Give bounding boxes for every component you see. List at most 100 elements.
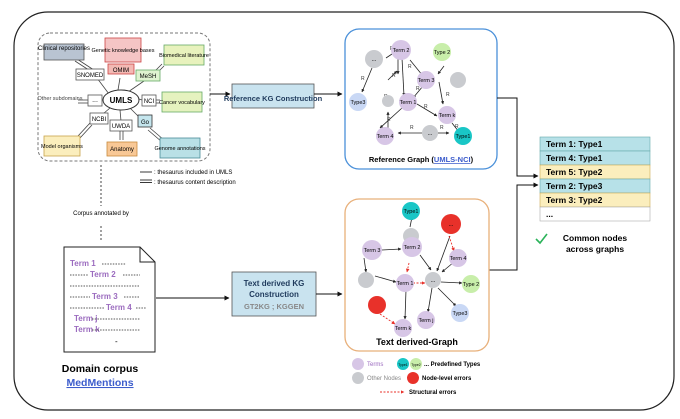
common-row-0-text: Term 1: Type1 xyxy=(546,139,603,149)
other-label: Other subdomains xyxy=(38,96,83,102)
reference-graph: R R R R R R R R R R R R R Term 2 Type 2 … xyxy=(344,28,498,170)
text-node-termk xyxy=(394,319,412,337)
text-node-term4 xyxy=(449,249,467,267)
anatomy-label: Anatomy xyxy=(110,147,134,153)
legend-structural-text: Structural errors xyxy=(409,390,457,396)
legend-other-text: Other Nodes xyxy=(367,376,401,382)
document-fold xyxy=(139,247,155,263)
text-node-term3-label: Term 3 xyxy=(364,248,381,254)
common-row-5-text: ... xyxy=(546,209,553,219)
arrow-ref-to-common xyxy=(497,97,539,179)
ref-node-term4-label: Term 4 xyxy=(377,134,394,140)
legend-double-text: : thesaurus content description xyxy=(154,180,236,186)
mesh-box xyxy=(135,69,161,82)
text-node-grey-left xyxy=(358,272,374,288)
ref-node-type3 xyxy=(349,93,367,111)
ref-node-dots2 xyxy=(422,125,438,141)
omim-label: OMIM xyxy=(113,68,129,74)
ref-node-type2 xyxy=(433,43,451,61)
common-row-1-text: Term 4: Type1 xyxy=(546,153,603,163)
svg-text:R: R xyxy=(387,117,391,123)
svg-text:Term 2: Term 2 xyxy=(90,270,116,279)
legend-terms-swatch xyxy=(352,358,364,370)
corpus-terms: Term 1 Term 2 Term 3 Term 4 Term j Term … xyxy=(70,259,132,334)
ref-node-term1 xyxy=(399,93,417,111)
nci-label: NCI xyxy=(144,99,155,105)
ref-kg-box xyxy=(231,83,315,109)
text-node-term1-label: Term 1 xyxy=(397,281,414,287)
text-node-dots-mid-label: ... xyxy=(430,278,435,284)
text-node-termj-label: Term j xyxy=(419,318,434,324)
genome-box xyxy=(159,137,201,159)
common-row-3-text: Term 2: Type3 xyxy=(546,181,603,191)
ref-graph-caption: Reference Graph (UMLS-NCI) xyxy=(369,155,474,164)
ref-node-dots2-label: ... xyxy=(427,131,432,137)
legend-type2-swatch xyxy=(410,358,422,370)
arrow-text-to-common xyxy=(489,182,539,271)
text-node-dots-mid xyxy=(425,272,441,288)
svg-text:R: R xyxy=(446,92,450,98)
svg-text:R: R xyxy=(455,124,459,130)
corpus-last-line: - xyxy=(115,337,118,346)
ref-node-type1-label: Type1 xyxy=(456,134,471,140)
ref-kg-label: Reference KG Construction xyxy=(224,94,323,103)
legend-predefined-text: ... Predefined Types xyxy=(424,362,481,368)
text-node-term4-label: Term 4 xyxy=(450,256,467,262)
legend-type1-swatch xyxy=(397,358,409,370)
legend-other-swatch xyxy=(352,372,364,384)
structural-error-edges xyxy=(379,235,455,325)
ref-node-termk-label: Term k xyxy=(439,113,456,119)
corpus-title: Domain corpus xyxy=(62,363,139,375)
ref-node-term2-label: Term 2 xyxy=(393,48,410,54)
ref-node-term4 xyxy=(376,127,394,145)
legend-type2-text: Type2 xyxy=(411,363,421,367)
document-shape xyxy=(63,246,156,353)
text-node-termj xyxy=(417,311,435,329)
svg-text:Term j: Term j xyxy=(74,314,97,323)
corpus-link[interactable]: MedMentions xyxy=(66,377,133,389)
text-kg-title-line2: Construction xyxy=(249,290,299,299)
text-node-term2 xyxy=(402,237,422,257)
common-caption-line1: Common nodes xyxy=(563,233,627,243)
ref-node-dots1 xyxy=(365,50,383,68)
common-row-5 xyxy=(539,206,651,222)
bottom-legend: Terms Other Nodes Type1 Type2 ... Predef… xyxy=(352,358,481,396)
text-graph-nodes: Type1 ... Term 3 Term 2 Term 4 Term 1 ..… xyxy=(358,202,480,337)
anatomy-box xyxy=(106,141,138,157)
legend-type1-text: Type1 xyxy=(398,363,408,367)
ref-node-term3-label: Term 3 xyxy=(418,78,435,84)
svg-text:R: R xyxy=(361,76,365,82)
mesh-label: MeSH xyxy=(140,74,157,80)
ref-graph-nodes: Term 2 Type 2 ... Term 3 Type3 Term 1 Te… xyxy=(349,40,472,145)
text-kg-title-line1: Text derived KG xyxy=(244,279,305,288)
snomed-label: SNOMED xyxy=(77,73,104,79)
biomed-box xyxy=(163,44,205,66)
ref-node-grey-right xyxy=(450,72,466,88)
text-node-type3 xyxy=(451,304,469,322)
ref-node-dots1-label: ... xyxy=(371,57,376,63)
cancer-box xyxy=(161,91,203,113)
text-node-type1-label: Type1 xyxy=(404,209,419,215)
dots-box xyxy=(87,94,103,107)
text-node-type2 xyxy=(462,275,480,293)
text-kg-tools: GT2KG ; KGGEN xyxy=(244,302,304,311)
text-node-type2-label: Type 2 xyxy=(463,282,480,288)
ncbi-label: NCBI xyxy=(92,117,107,123)
svg-text:Term 3: Term 3 xyxy=(92,292,118,301)
umls-panel: Clinical repositories Genetic knowledge … xyxy=(37,32,211,162)
text-node-error-left xyxy=(368,296,386,314)
genetic-box xyxy=(104,37,142,63)
nci-box xyxy=(141,94,157,107)
uwda-box xyxy=(109,119,133,132)
text-node-type1 xyxy=(402,202,420,220)
genetic-label: Genetic knowledge bases xyxy=(92,48,155,54)
text-node-term3 xyxy=(362,240,382,260)
corpus-document: Term 1 Term 2 Term 3 Term 4 Term j Term … xyxy=(63,246,156,353)
svg-text:Term 4: Term 4 xyxy=(106,303,132,312)
svg-text:R: R xyxy=(392,73,396,79)
common-caption-line2: across graphs xyxy=(566,244,624,254)
text-graph: Type1 ... Term 3 Term 2 Term 4 Term 1 ..… xyxy=(344,198,490,352)
common-row-4-text: Term 3: Type2 xyxy=(546,195,603,205)
svg-text:Term 1: Term 1 xyxy=(70,259,96,268)
cancer-label: Cancer vocabulary xyxy=(159,100,205,106)
